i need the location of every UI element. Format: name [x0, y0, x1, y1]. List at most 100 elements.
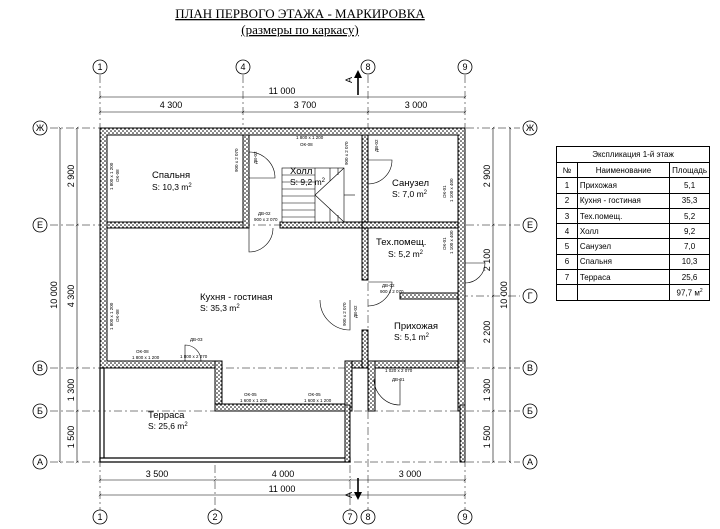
svg-text:1 600 x 1 200: 1 600 x 1 200	[304, 398, 332, 403]
svg-text:Прихожая: Прихожая	[394, 321, 438, 332]
axis-bubble-right-a: А	[522, 454, 538, 470]
svg-text:900 x 2 070: 900 x 2 070	[254, 217, 278, 222]
svg-text:ОК-01: ОК-01	[442, 185, 447, 198]
svg-text:Тех.помещ.: Тех.помещ.	[376, 237, 426, 248]
svg-text:ОК-05: ОК-05	[308, 392, 321, 397]
svg-text:4 300: 4 300	[66, 285, 76, 308]
svg-text:900 x 2 070: 900 x 2 070	[344, 141, 349, 165]
svg-text:Б: Б	[527, 406, 533, 416]
total-spacer	[556, 284, 578, 301]
house-walls	[99, 127, 466, 463]
svg-text:4 000: 4 000	[272, 469, 295, 479]
room-bedroom: Спальня S: 10,3 m2	[152, 170, 192, 192]
table-total-row: 97,7 м2	[556, 284, 710, 301]
row-area: 5,2	[669, 207, 710, 225]
row-number: 4	[556, 223, 578, 240]
axis-bubble-right-e: Е	[522, 217, 538, 233]
svg-text:Санузел: Санузел	[392, 178, 429, 189]
svg-text:4: 4	[240, 62, 245, 72]
room-hall: Холл S: 9,2 m2	[290, 166, 326, 187]
svg-text:1: 1	[97, 62, 102, 72]
svg-text:ДВ-01: ДВ-01	[392, 377, 405, 382]
svg-text:Терраса: Терраса	[148, 410, 185, 421]
svg-text:ОК-05: ОК-05	[244, 392, 257, 397]
svg-text:S: 9,2 m2: S: 9,2 m2	[290, 177, 326, 187]
svg-text:Е: Е	[37, 220, 43, 230]
row-area: 7,0	[669, 238, 710, 255]
axis-bubble-right-b: Б	[522, 403, 538, 419]
svg-text:9: 9	[462, 62, 467, 72]
dimension-top: 11 000 4 300 3 700 3 000	[98, 86, 467, 113]
svg-text:ДВ-03: ДВ-03	[190, 337, 203, 342]
axis-bubble-bottom-8: 8	[360, 509, 376, 525]
svg-text:Ж: Ж	[526, 123, 535, 133]
svg-text:ДВ-02: ДВ-02	[353, 305, 358, 318]
svg-text:3 000: 3 000	[399, 469, 422, 479]
axis-bubble-top-4: 4	[235, 59, 251, 75]
table-row: 1 Прихожая 5,1	[556, 177, 710, 194]
svg-text:Е: Е	[527, 220, 533, 230]
axis-bubble-right-g: Г	[522, 288, 538, 304]
axis-bubble-top-8: 8	[360, 59, 376, 75]
col-header-name: Наименование	[576, 161, 671, 179]
svg-text:В: В	[37, 363, 43, 373]
svg-text:ОК-08: ОК-08	[300, 142, 313, 147]
svg-text:1 800 x 2 070: 1 800 x 2 070	[180, 354, 208, 359]
svg-text:Кухня - гостиная: Кухня - гостиная	[200, 292, 273, 303]
svg-text:1 300: 1 300	[482, 379, 492, 402]
axis-bubble-right-zh: Ж	[522, 120, 538, 136]
svg-text:Холл: Холл	[290, 166, 312, 177]
svg-text:S: 5,2 m2: S: 5,2 m2	[388, 249, 424, 259]
section-mark-top: А	[344, 70, 362, 95]
room-terrace: Терраса S: 25,6 m2	[148, 410, 188, 431]
axis-bubble-right-v: В	[522, 360, 538, 376]
svg-text:3 000: 3 000	[405, 100, 428, 110]
svg-text:1 500: 1 500	[66, 426, 76, 449]
svg-text:3 700: 3 700	[294, 100, 317, 110]
axis-bubble-bottom-1: 1	[92, 509, 108, 525]
svg-text:1 800 x 1 200: 1 800 x 1 200	[109, 162, 114, 190]
svg-text:В: В	[527, 363, 533, 373]
svg-text:8: 8	[365, 512, 370, 522]
svg-text:ОК-08: ОК-08	[115, 309, 120, 322]
room-kitchen: Кухня - гостиная S: 35,3 m2	[200, 292, 273, 313]
svg-text:S: 7,0 m2: S: 7,0 m2	[392, 189, 428, 199]
axis-bubble-top-1: 1	[92, 59, 108, 75]
col-header-number: №	[556, 161, 578, 179]
table-row: 4 Холл 9,2	[556, 223, 710, 240]
row-name: Прихожая	[576, 177, 671, 194]
doors	[184, 151, 486, 406]
svg-text:2 200: 2 200	[482, 321, 492, 344]
axis-bubble-left-b: Б	[32, 403, 48, 419]
row-number: 5	[556, 238, 578, 255]
svg-text:ДВ-02: ДВ-02	[258, 211, 271, 216]
room-bathroom: Санузел S: 7,0 m2	[392, 178, 429, 199]
svg-text:Г: Г	[528, 291, 533, 301]
svg-text:Б: Б	[37, 406, 43, 416]
svg-text:1 800 x 1 200: 1 800 x 1 200	[109, 302, 114, 330]
svg-text:1 600 x 1 200: 1 600 x 1 200	[240, 398, 268, 403]
row-name: Терраса	[576, 269, 671, 286]
svg-text:900 x 2 070: 900 x 2 070	[342, 302, 347, 326]
svg-text:S: 35,3 m2: S: 35,3 m2	[200, 303, 240, 313]
axis-bubble-left-zh: Ж	[32, 120, 48, 136]
row-area: 5,1	[669, 177, 710, 194]
row-number: 6	[556, 253, 578, 271]
svg-text:900 x 2 070: 900 x 2 070	[380, 289, 404, 294]
row-name: Тех.помещ.	[576, 207, 671, 225]
svg-text:S: 5,1 m2: S: 5,1 m2	[394, 332, 430, 342]
axis-bubble-bottom-9: 9	[457, 509, 473, 525]
svg-text:Спальня: Спальня	[152, 170, 190, 181]
explication-caption: Экспликация 1-й этаж	[556, 146, 710, 163]
plan-title: ПЛАН ПЕРВОГО ЭТАЖА - МАРКИРОВКА	[175, 6, 425, 21]
svg-text:4 300: 4 300	[160, 100, 183, 110]
svg-text:3 500: 3 500	[146, 469, 169, 479]
section-mark-bottom: А	[344, 478, 362, 500]
svg-text:А: А	[527, 457, 533, 467]
axis-bubble-bottom-7: 7	[342, 509, 358, 525]
svg-text:1 100 x 400: 1 100 x 400	[449, 230, 454, 254]
col-header-area: Площадь	[669, 161, 710, 179]
svg-text:ДВ-02: ДВ-02	[382, 283, 395, 288]
axis-bubble-left-e: Е	[32, 217, 48, 233]
